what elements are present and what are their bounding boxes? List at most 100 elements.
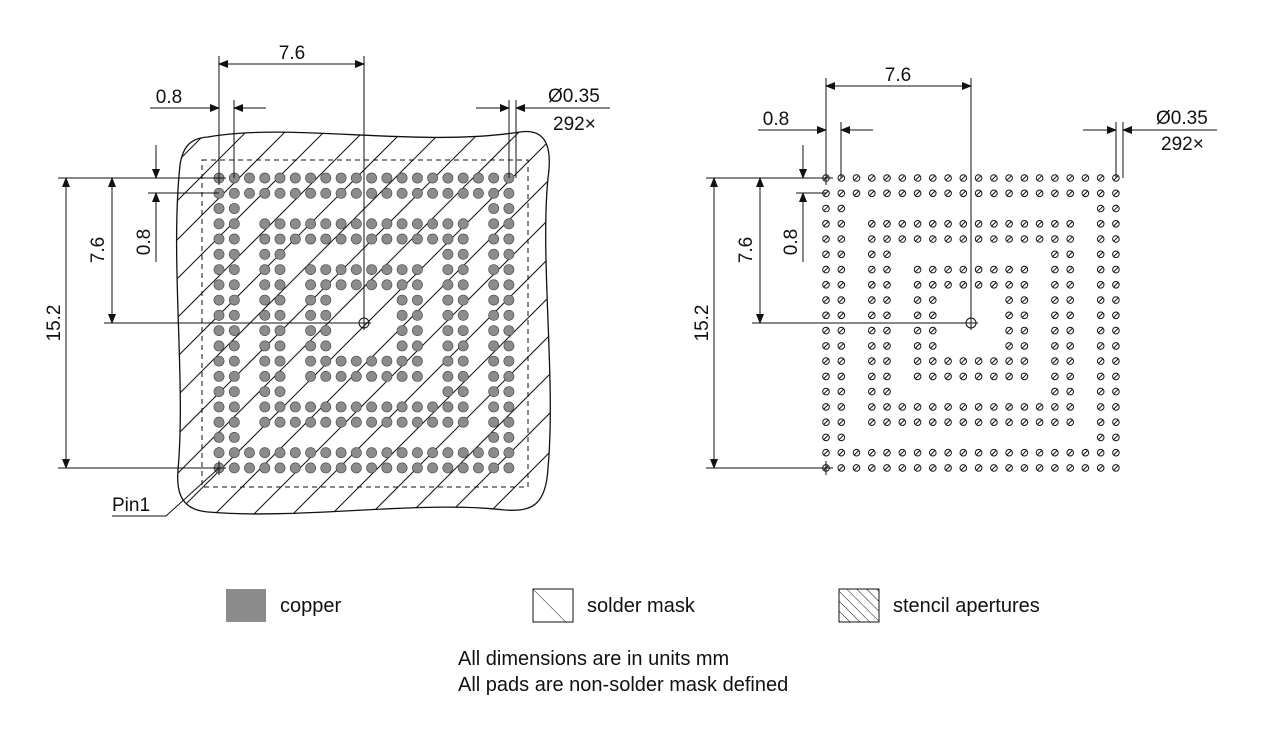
- copper-pad: [396, 172, 408, 184]
- copper-pad: [320, 462, 332, 474]
- copper-pad: [442, 325, 454, 336]
- hatch-line: [403, 131, 551, 514]
- copper-pad: [305, 187, 316, 199]
- stencil-aperture: [1112, 281, 1120, 289]
- stencil-aperture: [1051, 448, 1059, 457]
- stencil-aperture: [1096, 174, 1105, 182]
- copper-pad: [396, 340, 408, 352]
- stencil-aperture: [868, 326, 876, 335]
- stencil-aperture: [837, 189, 846, 198]
- stencil-aperture: [944, 418, 952, 427]
- stencil-aperture: [837, 387, 846, 396]
- solder-mask-swatch: [532, 588, 574, 623]
- stencil-aperture: [868, 387, 876, 396]
- copper-pad: [366, 401, 377, 413]
- copper-pad: [259, 264, 271, 275]
- copper-pad: [259, 401, 271, 413]
- stencil-aperture: [1066, 265, 1074, 274]
- stencil-aperture: [913, 342, 922, 350]
- copper-pad: [457, 233, 469, 245]
- copper-pad: [366, 462, 377, 474]
- copper-pad: [503, 233, 515, 245]
- copper-pad: [503, 462, 515, 474]
- copper-pad: [350, 279, 362, 291]
- copper-pad: [274, 294, 286, 306]
- copper-pad: [503, 325, 515, 336]
- copper-pad: [366, 416, 377, 428]
- stencil-aperture: [990, 189, 998, 198]
- stencil-aperture: [990, 372, 998, 381]
- copper-pad: [213, 386, 225, 397]
- dim-label: Ø0.35: [548, 86, 600, 107]
- copper-pad: [259, 462, 271, 474]
- stencil-aperture: [898, 235, 907, 243]
- stencil-aperture: [944, 220, 952, 228]
- copper-pad: [259, 309, 271, 321]
- stencil-aperture: [883, 403, 891, 411]
- copper-pad: [274, 279, 286, 291]
- stencil-aperture: [852, 189, 861, 198]
- copper-pad: [305, 172, 316, 184]
- stencil-aperture: [822, 418, 830, 427]
- copper-pad: [335, 264, 347, 275]
- stencil-aperture: [822, 357, 830, 365]
- copper-pad: [289, 462, 301, 474]
- copper-pad: [411, 264, 423, 275]
- stencil-aperture: [1005, 189, 1013, 198]
- copper-pad: [488, 279, 500, 291]
- dim-label: 0.8: [763, 109, 789, 130]
- stencil-aperture: [959, 418, 968, 427]
- stencil-aperture: [1020, 418, 1029, 427]
- copper-pad: [457, 401, 469, 413]
- copper-pad: [396, 462, 408, 474]
- copper-pad: [488, 431, 500, 443]
- copper-pad: [381, 187, 393, 199]
- stencil-aperture: [913, 372, 922, 381]
- stencil-aperture: [959, 189, 968, 198]
- pin1-callout: Pin1: [112, 467, 220, 517]
- stencil-aperture: [1020, 342, 1029, 350]
- stencil-aperture: [1112, 250, 1120, 259]
- copper-pad: [350, 172, 362, 184]
- stencil-aperture: [822, 204, 830, 213]
- copper-pad: [457, 447, 469, 459]
- copper-pad: [320, 172, 332, 184]
- copper-pad: [411, 294, 423, 306]
- copper-pad: [350, 355, 362, 367]
- copper-pad: [228, 401, 240, 413]
- copper-pad: [381, 447, 393, 459]
- stencil-aperture: [944, 265, 952, 274]
- stencil-aperture: [883, 250, 891, 259]
- stencil-aperture: [959, 403, 968, 411]
- copper-pad: [320, 416, 332, 428]
- stencil-aperture: [883, 448, 891, 457]
- copper-pad: [503, 203, 515, 214]
- stencil-aperture: [1035, 403, 1044, 411]
- stencil-aperture: [1051, 357, 1059, 365]
- copper-pad: [213, 447, 225, 459]
- copper-pad: [274, 401, 286, 413]
- stencil-aperture: [974, 220, 983, 228]
- copper-pad: [213, 416, 225, 428]
- stencil-aperture: [1112, 464, 1120, 472]
- copper-pad: [427, 172, 438, 184]
- stencil-aperture: [1020, 174, 1029, 182]
- stencil-aperture: [1066, 235, 1074, 243]
- copper-pad: [442, 279, 454, 291]
- copper-pad: [274, 172, 286, 184]
- stencil-aperture: [959, 174, 968, 182]
- copper-pad: [366, 447, 377, 459]
- hatch-line: [176, 131, 259, 514]
- stencil-aperture: [1066, 403, 1074, 411]
- stencil-aperture: [944, 448, 952, 457]
- stencil-aperture: [1066, 372, 1074, 381]
- stencil-aperture: [929, 418, 937, 427]
- copper-pad: [289, 218, 301, 230]
- dim-left-diameter: Ø0.35 292×: [476, 86, 610, 178]
- stencil-aperture: [1081, 448, 1090, 457]
- stencil-aperture: [822, 265, 830, 274]
- copper-pad: [305, 218, 316, 230]
- stencil-aperture: [1066, 189, 1074, 198]
- copper-pad: [411, 187, 423, 199]
- stencil-aperture: [1066, 464, 1074, 472]
